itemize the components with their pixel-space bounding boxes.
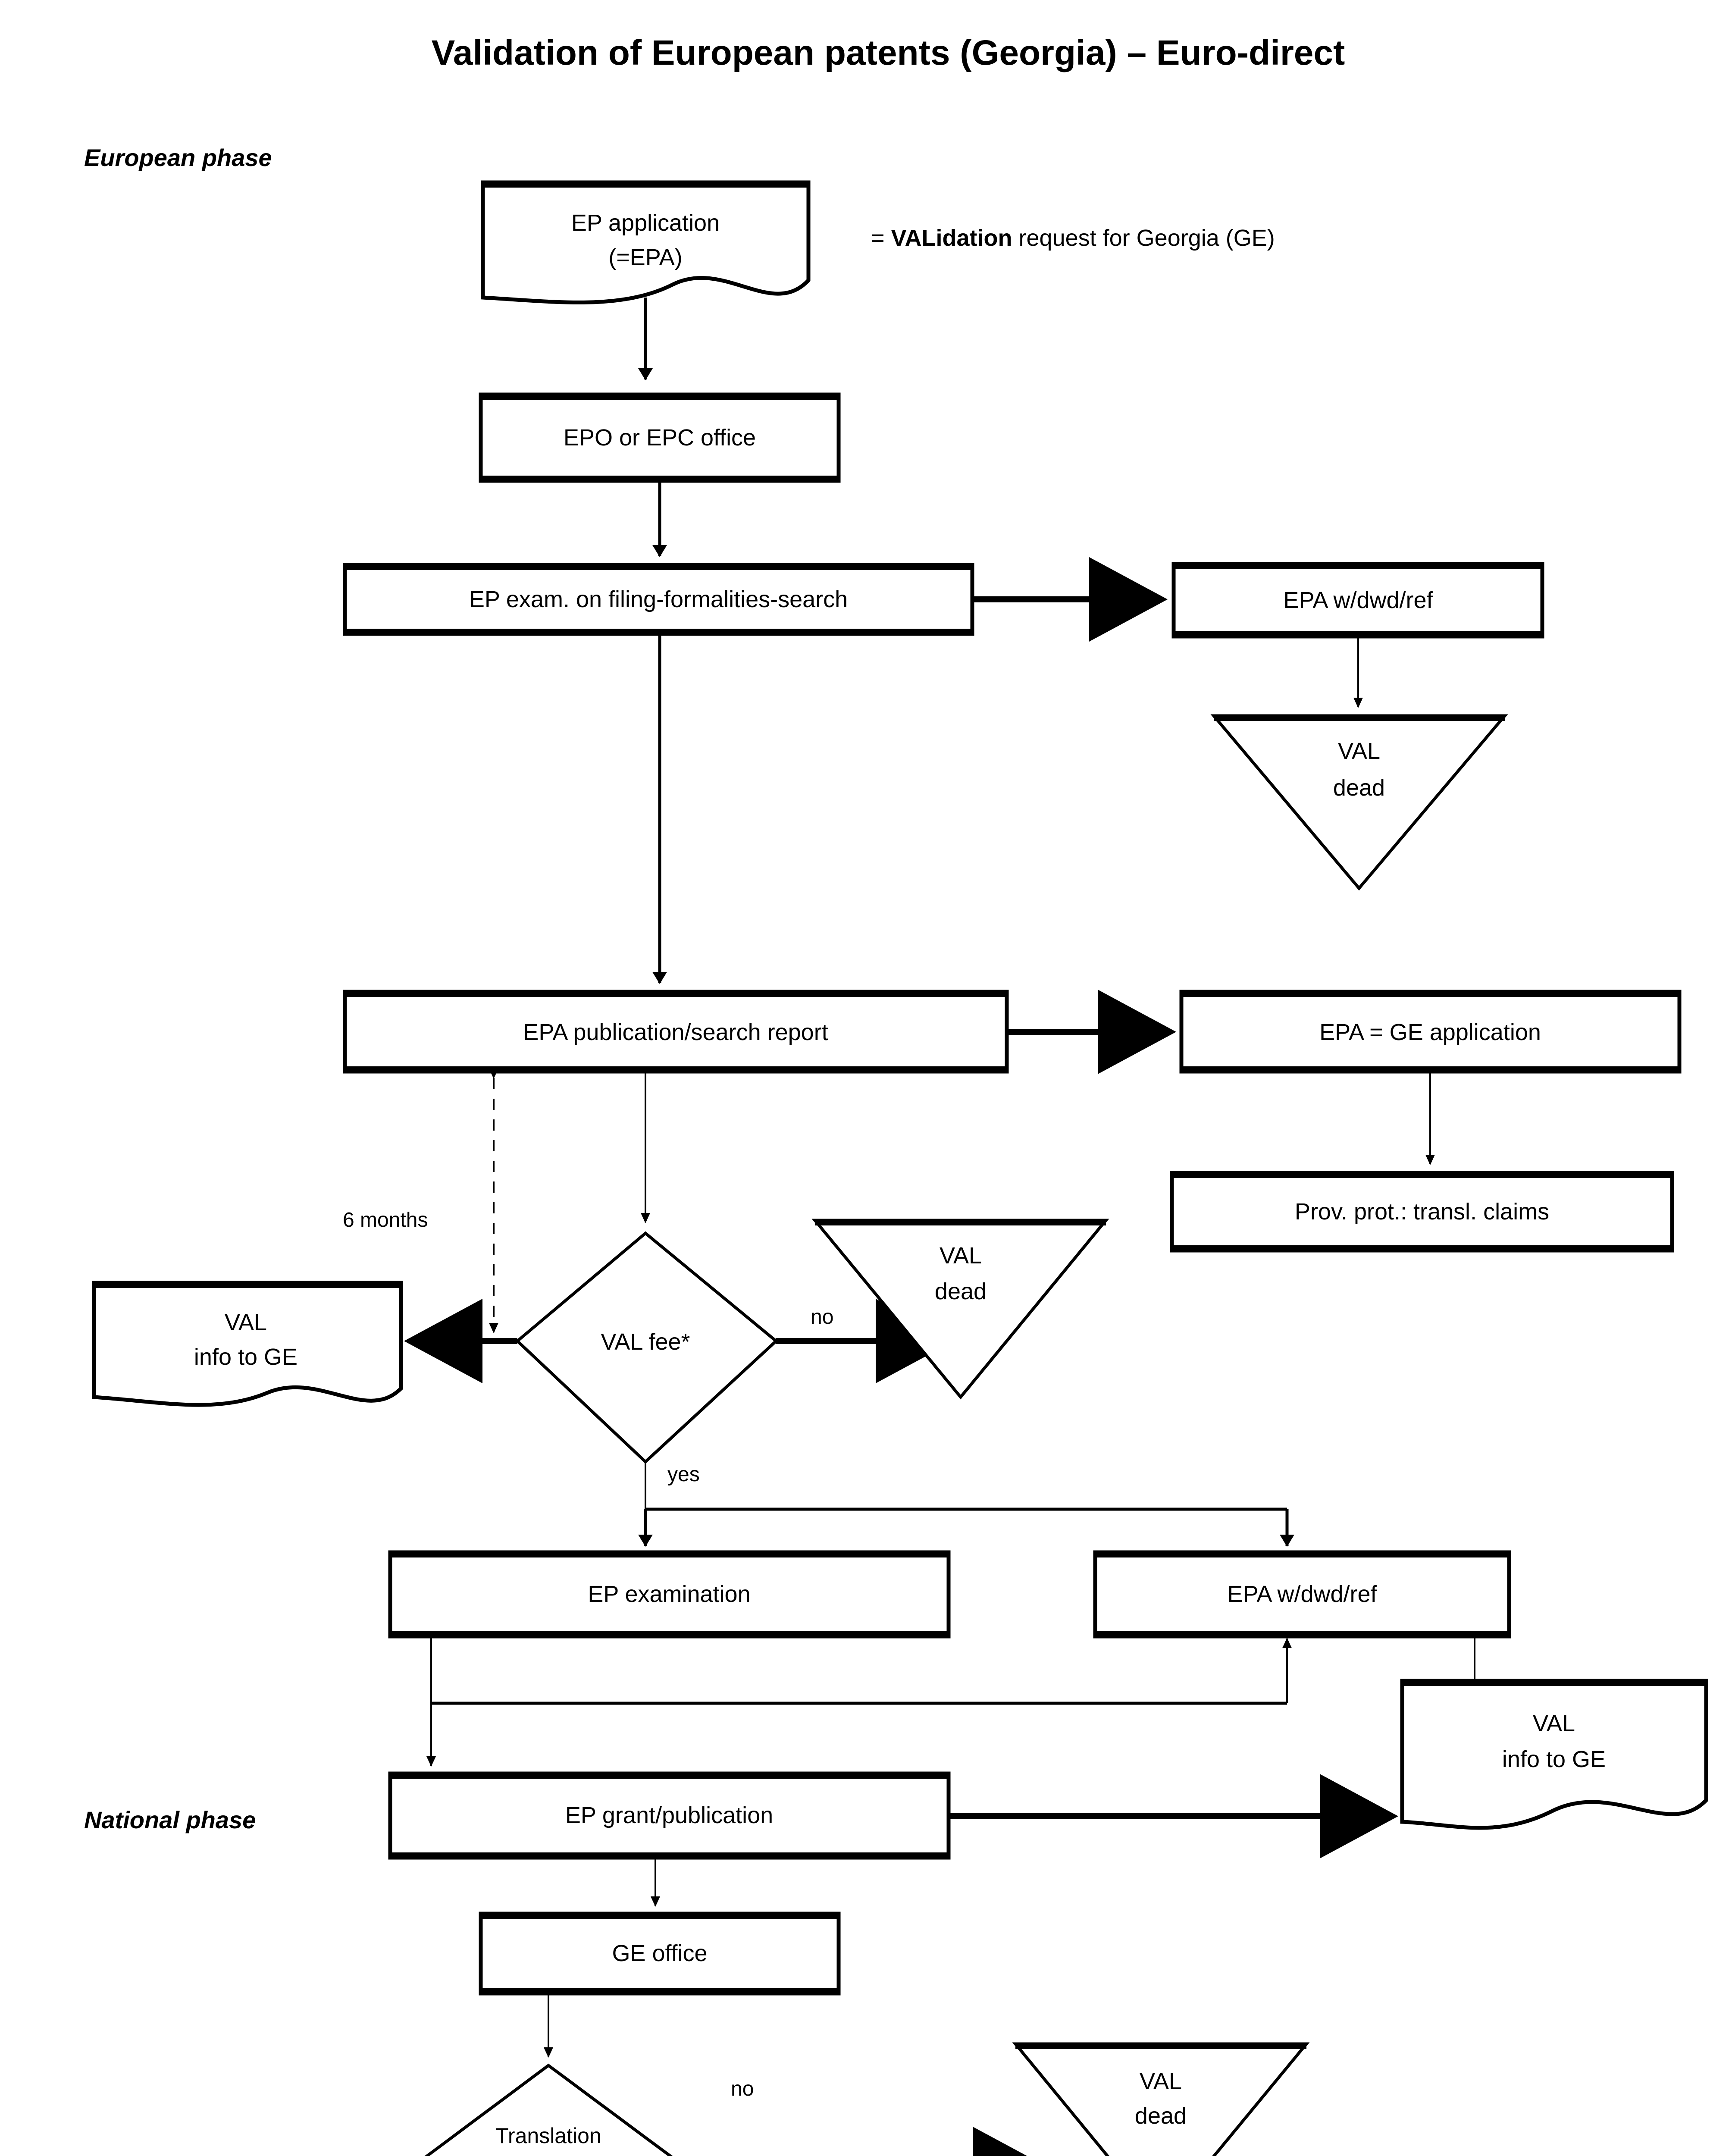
phase-label-national: National phase [84, 1806, 256, 1833]
edge-label-six-months: 6 months [343, 1209, 428, 1232]
node-val-dead-bottom-line2: dead [1135, 2103, 1187, 2129]
node-val-info-ge-right-line1: VAL [1533, 1711, 1575, 1736]
node-val-dead-bottom-line1: VAL [1140, 2068, 1182, 2094]
node-ep-application-line2: (=EPA) [608, 244, 683, 270]
edge-label-translation-no: no [731, 2078, 754, 2100]
node-epo-or-epc-office: EPO or EPC office [564, 425, 756, 451]
node-ep-application-line1: EP application [571, 210, 720, 236]
node-val-fee: VAL fee* [601, 1329, 690, 1355]
phase-label-european: European phase [84, 144, 272, 171]
edge-label-val-fee-yes: yes [667, 1463, 700, 1486]
node-val-dead-mid-line1: VAL [940, 1243, 982, 1269]
node-prov-prot: Prov. prot.: transl. claims [1295, 1199, 1549, 1225]
node-ep-examination: EP examination [588, 1581, 750, 1607]
node-val-dead-top-line2: dead [1333, 775, 1385, 801]
node-translation-line1: Translation [495, 2124, 601, 2148]
node-val-info-ge-left-line2: info to GE [194, 1344, 298, 1370]
legend-prefix: = [871, 225, 891, 251]
validation-legend: = VALidation request for Georgia (GE) [871, 225, 1275, 251]
legend-suffix: request for Georgia (GE) [1012, 225, 1275, 251]
node-epa-wdwdref-mid: EPA w/dwd/ref [1227, 1581, 1377, 1607]
node-epa-wdwdref-top: EPA w/dwd/ref [1283, 587, 1433, 613]
edge-label-val-fee-no: no [811, 1306, 833, 1329]
legend-bold-term: VALidation [891, 225, 1012, 251]
node-ep-grant-publication: EP grant/publication [565, 1802, 773, 1828]
page-title: Validation of European patents (Georgia)… [432, 33, 1345, 72]
node-val-info-ge-left-line1: VAL [225, 1310, 267, 1335]
node-val-dead-mid-line2: dead [935, 1279, 987, 1304]
node-ep-exam-filing: EP exam. on filing-formalities-search [469, 586, 848, 612]
node-val-info-ge-right-line2: info to GE [1502, 1746, 1606, 1772]
node-epa-ge-application: EPA = GE application [1319, 1019, 1541, 1045]
node-epa-publication: EPA publication/search report [523, 1019, 828, 1045]
node-val-dead-top-line1: VAL [1338, 738, 1380, 764]
node-ge-office: GE office [612, 1940, 707, 1966]
